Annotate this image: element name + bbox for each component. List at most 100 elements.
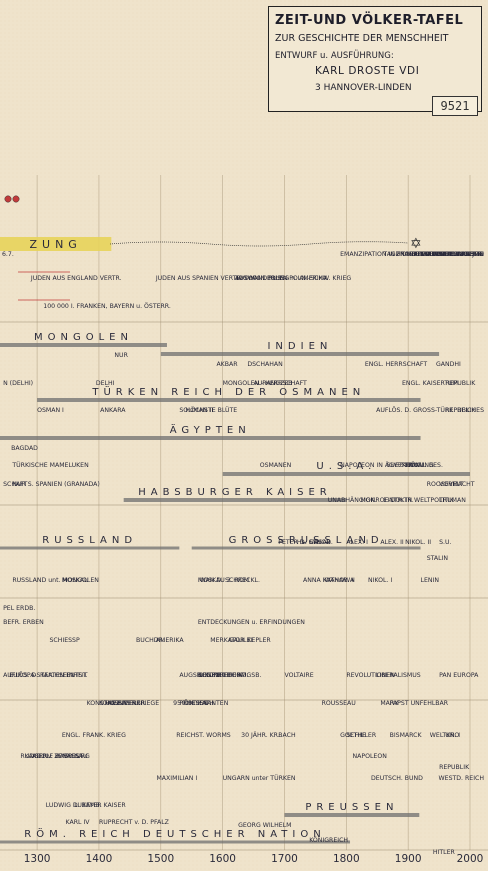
annotation-label: ADOLF v. NASSAU (32, 753, 88, 760)
annotation-label: PEST (68, 753, 84, 760)
annotation-label: EUROPA-STAATEN ENTST. (9, 672, 87, 679)
annotation-label: UNO (445, 732, 459, 739)
marker-dot (12, 195, 20, 203)
annotation-label: ENTDECKUNGEN u. ERFINDUNGEN (198, 619, 305, 626)
band-label: INDIEN (267, 341, 332, 352)
annotation-label: ROOSEVELT (427, 481, 464, 488)
annotation-label: RUSS. VERFOLG. (411, 251, 463, 258)
annotation-label: TRUMAN (438, 497, 466, 504)
map-subtitle: ZUR GESCHICHTE DER MENSCHHEIT (275, 33, 449, 44)
annotation-label: GEGENREFORM. (198, 672, 248, 679)
annotation-label: KATHAR. II (323, 577, 355, 584)
annotation-label: PETER D. GR. (278, 539, 319, 546)
annotation-label: 400 000 I. RUSS.-POLN.-SCHW. KRIEG (235, 275, 351, 282)
band-label: GROSSRUSSLAND (229, 535, 384, 546)
x-tick-label: 1400 (86, 853, 113, 865)
annotation-label: NAPOLEON (353, 753, 388, 760)
annotation-label: HUSSITENKRIEGE (105, 700, 159, 707)
annotation-label: STAAT ISRAEL 15.5.48 (416, 251, 484, 258)
x-tick-label: 1300 (24, 853, 51, 865)
band-bar (37, 398, 421, 402)
band-label: RUSSLAND (42, 535, 137, 546)
annotation-label: PAN EUROPA (439, 672, 479, 679)
annotation-label: ENGL. HERRSCHAFT (365, 361, 427, 368)
band-label: RÖM. REICH DEUTSCHER NATION (24, 827, 325, 840)
annotation-label: MONGOLEN - HERRSCHAFT (223, 380, 307, 387)
annotation-label: BALFOUR DEKLARATION (409, 251, 484, 258)
annotation-label: HITLER VERFOLG. (429, 251, 484, 258)
annotation-label: BAGDAD (11, 445, 38, 452)
annotation-label: DSCHAHAN (247, 361, 283, 368)
annotation-label: BEFR. ERBEN (3, 619, 44, 626)
annotation-label: LENIN (421, 577, 440, 584)
annotation-label: KAISERL. ZEIT (25, 753, 68, 760)
annotation-label: JUDEN AUS ENGLAND VERTR. (30, 275, 122, 282)
x-tick-label: 1900 (395, 853, 422, 865)
timeline-annotations: 6.7. JUDEN AUS ENGLAND VERTR. JUDEN AUS SP… (2, 251, 484, 856)
annotation-label: KONSTANZ (87, 700, 121, 707)
annotation-label: ALEX. II (380, 539, 404, 546)
israel-arrow (109, 241, 409, 247)
annotation-label: BUCHDR. (136, 637, 165, 644)
annotation-label: AUFLÖS. D. GROSS-TÜRK. REICHES (376, 405, 484, 414)
author-address: 3 HANNOVER-LINDEN (315, 83, 412, 93)
band-bar (0, 546, 180, 550)
annotation-label: NUR S. SPANIEN (GRANADA) (12, 481, 99, 488)
annotation-label: ANKARA (100, 407, 126, 414)
band-label: ÄGYPTEN (170, 423, 251, 436)
annotation-label: ENGL. KAISERTUM (402, 380, 458, 387)
band-label: TÜRKEN REICH DER OSMANEN (91, 385, 365, 398)
annotation-label: HUSS VERBR. (105, 700, 147, 707)
annotation-label: S.U. (439, 539, 451, 546)
annotation-label: KONZILE (99, 700, 126, 707)
annotation-label: DELHI (96, 380, 115, 387)
annotation-label: JUDEN AUS SPANIEN VERTR. (155, 275, 243, 282)
annotation-label: RUPRECHT v. D. PFALZ (99, 819, 169, 826)
inventory-number: 9521 (432, 96, 478, 116)
annotation-label: DEUTSCH. BUND (371, 775, 423, 782)
marker-dot (4, 195, 12, 203)
annotation-label: GOETHE (340, 732, 366, 739)
annotation-label: AUGSB. KONF. (179, 672, 222, 679)
annotation-label: 95 THESEN (173, 700, 208, 707)
annotation-label: 6.7. (2, 251, 14, 258)
annotation-label: KONF. I. SAN REMO (425, 251, 484, 258)
band-bar (191, 546, 421, 550)
annotation-label: REICHST. WORMS (176, 732, 231, 739)
annotation-label: VOLTAIRE (284, 672, 313, 679)
annotation-label: OSMANEN (260, 462, 292, 469)
band-bar (222, 472, 470, 476)
annotation-label: RÖM. KATH. (179, 698, 215, 707)
x-tick-label: 1600 (209, 853, 236, 865)
annotation-label: MONROE-DOKTR. (361, 497, 414, 504)
annotation-label: THEBR. UNI 1 JER. (428, 251, 484, 258)
annotation-label: HL. SYNOD (297, 539, 331, 546)
annotation-label: ALEX. I (346, 539, 368, 546)
annotation-label: UNABHÄNGIGK. (328, 495, 377, 504)
annotation-label: ANNA IWANOWA (303, 577, 355, 584)
annotation-label: RUSSLAND unt. MONGOLEN (12, 577, 99, 584)
x-tick-label: 2000 (457, 853, 484, 865)
annotation-label: BACH (278, 732, 296, 739)
annotation-label: BASEL (118, 700, 138, 707)
annotation-label: ENGL. FRANK. KRIEG (62, 732, 126, 739)
annotation-label: EMANZIPATION IN FRANKREICH (340, 251, 437, 258)
x-tick-label: 1800 (333, 853, 360, 865)
annotation-label: TAGUNG D. HOH. RATES - DER. (382, 251, 478, 258)
annotation-label: STALIN (427, 555, 449, 562)
annotation-label: REPUBLIK (439, 764, 470, 771)
annotation-label: SCHILLER (346, 732, 377, 739)
annotation-label: ELISAB. (309, 539, 333, 546)
annotation-label: SCHAFT (3, 481, 28, 488)
annotation-label: 30 JÄHR. KR. (241, 730, 280, 739)
annotation-label: PAPST UNFEHLBAR (390, 700, 449, 707)
century-grid (0, 175, 488, 851)
annotation-label: MARX (380, 700, 399, 707)
annotation-label: WESTD. REICH (439, 775, 485, 782)
annotation-label: REVOLUTIONEN (346, 672, 395, 679)
band-label: HABSBURGER KAISER (138, 487, 332, 498)
annotation-label: N (DELHI) (3, 380, 33, 387)
annotation-label: IWAN D. SCHRECKL. (198, 577, 260, 584)
